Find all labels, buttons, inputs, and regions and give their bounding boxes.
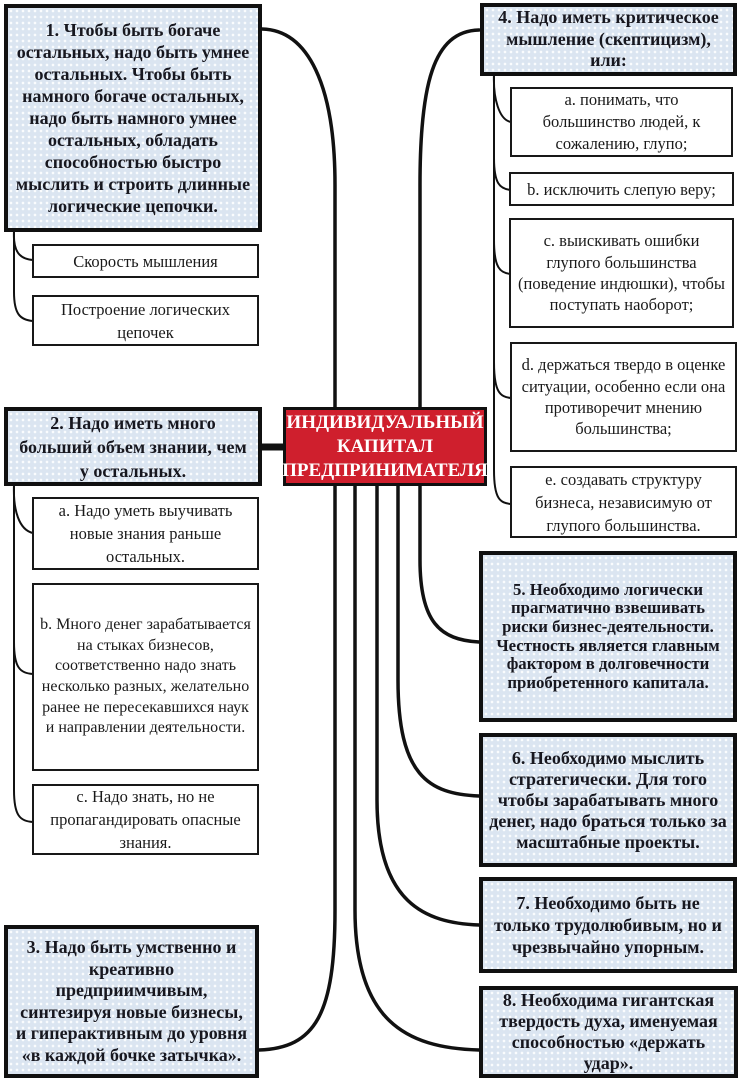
node-4-child-d: d. держаться твердо в оценке ситуации, о… <box>510 342 737 452</box>
node-4-child-e: e. создавать структуру бизнеса, независи… <box>510 466 737 538</box>
connector-center-node3 <box>257 483 337 1052</box>
node-4-child-a: a. понимать, что большинство людей, к со… <box>510 87 733 157</box>
node-2-child-a: a. Надо уметь выучивать новые знания ран… <box>32 497 259 570</box>
node-3: 3. Надо быть умственно и креативно предп… <box>4 925 259 1078</box>
connector-node4-child-e <box>493 73 512 505</box>
connector-node1-center <box>260 27 337 410</box>
node-6: 6. Необходимо мыслить стратегически. Для… <box>479 733 737 867</box>
connector-center-node7 <box>375 483 481 927</box>
connector-node4-center <box>418 28 481 410</box>
node-7: 7. Необходимо быть не только трудолюбивы… <box>479 877 737 973</box>
node-1: 1. Чтобы быть богаче остальных, надо быт… <box>4 4 262 232</box>
node-1-child-a: Скорость мышления <box>32 244 259 278</box>
node-5: 5. Необходимо логически прагматично взве… <box>479 551 737 722</box>
connector-node2-child-c <box>13 484 34 823</box>
node-2: 2. Надо иметь много больший объем знании… <box>4 407 262 486</box>
connector-node1-child-a <box>12 230 34 261</box>
connector-center-node8 <box>353 483 481 1052</box>
node-8: 8. Необходима гигантская твердость духа,… <box>479 986 738 1078</box>
node-4-child-c: c. выискивать ошибки глупого большинства… <box>509 218 734 328</box>
connector-center-node5 <box>418 483 481 644</box>
node-2-child-b: b. Много денег зарабатывается на стыках … <box>32 583 259 771</box>
node-4: 4. Надо иметь критическое мышление (скеп… <box>480 3 737 76</box>
node-1-child-b: Построение логических цепочек <box>32 295 259 346</box>
connector-node1-child-b <box>13 230 34 322</box>
node-4-child-b: b. исключить слепую веру; <box>509 172 734 206</box>
connector-node4-child-a <box>492 73 512 123</box>
central-node: ИНДИВИДУАЛЬНЫЙ КАПИТАЛ ПРЕДПРИНИМАТЕЛЯ <box>282 407 488 486</box>
connector-center-node6 <box>396 483 481 798</box>
node-2-child-c: c. Надо знать, но не пропагандировать оп… <box>32 784 259 855</box>
connector-node2-child-a <box>12 484 34 534</box>
